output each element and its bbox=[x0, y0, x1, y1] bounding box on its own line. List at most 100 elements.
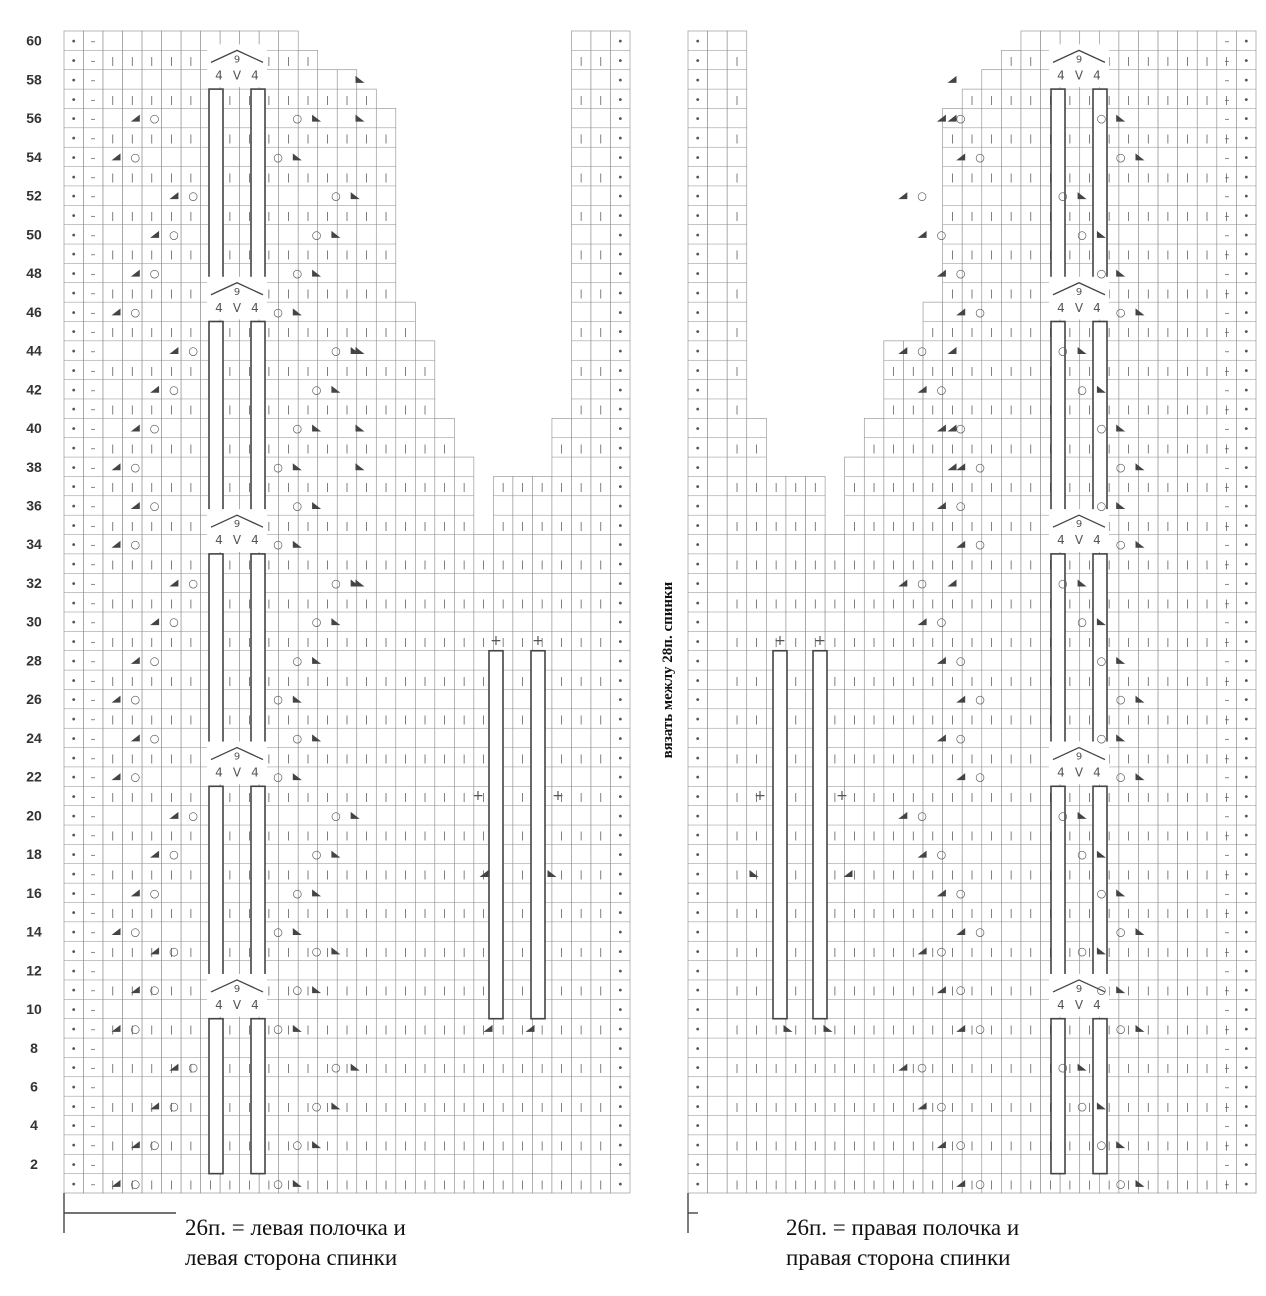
knit-symbol: | bbox=[150, 1064, 153, 1074]
knit-symbol: | bbox=[1068, 483, 1071, 493]
knit-symbol: | bbox=[912, 483, 915, 493]
knit-symbol: | bbox=[775, 599, 778, 609]
cable-count-left: 4 bbox=[215, 533, 223, 547]
knit-symbol: | bbox=[735, 251, 738, 261]
knit-symbol: | bbox=[228, 444, 231, 454]
knit-symbol: | bbox=[424, 406, 427, 416]
knit-symbol: | bbox=[853, 987, 856, 997]
knit-symbol: | bbox=[1127, 367, 1130, 377]
knit-symbol: | bbox=[735, 406, 738, 416]
knit-symbol: | bbox=[1166, 793, 1169, 803]
knit-symbol: | bbox=[1127, 406, 1130, 416]
knit-symbol: | bbox=[131, 987, 134, 997]
row-number-label: 6 bbox=[30, 1078, 38, 1094]
knit-symbol: | bbox=[735, 638, 738, 648]
knit-symbol: | bbox=[833, 754, 836, 764]
edge-stitch-symbol: • bbox=[695, 56, 701, 67]
knit-symbol: | bbox=[1127, 289, 1130, 299]
knit-symbol: | bbox=[131, 561, 134, 571]
row-number-label: 34 bbox=[26, 536, 42, 552]
edge-stitch-symbol: • bbox=[695, 889, 701, 900]
knit-symbol: | bbox=[580, 522, 583, 532]
knit-symbol: | bbox=[1010, 406, 1013, 416]
knit-symbol: | bbox=[1147, 96, 1150, 106]
knit-symbol: | bbox=[365, 1142, 368, 1152]
knit-symbol: | bbox=[1166, 948, 1169, 958]
knit-symbol: | bbox=[853, 561, 856, 571]
yarn-over-symbol: ○ bbox=[130, 693, 140, 706]
knit-symbol: | bbox=[385, 1142, 388, 1152]
knit-symbol: | bbox=[833, 716, 836, 726]
knit-symbol: | bbox=[365, 832, 368, 842]
knit-symbol: | bbox=[1010, 173, 1013, 183]
edge-stitch-symbol: • bbox=[617, 288, 623, 299]
yarn-over-symbol: ○ bbox=[273, 1022, 283, 1035]
knit-symbol: | bbox=[599, 328, 602, 338]
knit-symbol: | bbox=[326, 832, 329, 842]
knit-symbol: | bbox=[170, 57, 173, 67]
knit-symbol: | bbox=[345, 173, 348, 183]
knit-symbol: | bbox=[1108, 948, 1111, 958]
knit-symbol: | bbox=[521, 754, 524, 764]
knit-symbol: | bbox=[1166, 96, 1169, 106]
armhole-slit bbox=[530, 649, 546, 1020]
knit-symbol: | bbox=[1166, 754, 1169, 764]
cable-cross-symbol: V bbox=[233, 766, 242, 780]
increase-symbol: + bbox=[472, 788, 484, 804]
neck-decrease-symbol bbox=[355, 75, 365, 83]
knit-symbol: | bbox=[970, 328, 973, 338]
knit-symbol: | bbox=[1068, 677, 1071, 687]
knit-symbol: | bbox=[853, 754, 856, 764]
edge-stitch-symbol: • bbox=[1243, 811, 1249, 822]
knit-symbol: | bbox=[541, 1103, 544, 1113]
knit-symbol: | bbox=[990, 483, 993, 493]
edge-stitch-symbol: • bbox=[1243, 443, 1249, 454]
knit-symbol: | bbox=[775, 1142, 778, 1152]
knit-symbol: | bbox=[970, 406, 973, 416]
knit-symbol: | bbox=[150, 987, 153, 997]
decrease-symbol bbox=[292, 463, 302, 471]
knit-symbol: | bbox=[404, 444, 407, 454]
cable-cross-arc bbox=[210, 979, 264, 993]
edge-stitch-symbol: • bbox=[695, 540, 701, 551]
knit-symbol: | bbox=[775, 1025, 778, 1035]
purl-symbol: – bbox=[90, 153, 95, 164]
knit-symbol: | bbox=[424, 716, 427, 726]
knit-symbol: | bbox=[1108, 1064, 1111, 1074]
purl-symbol: – bbox=[1225, 773, 1230, 784]
knit-symbol: | bbox=[365, 367, 368, 377]
knit-symbol: | bbox=[833, 1103, 836, 1113]
edge-stitch-symbol: • bbox=[1243, 95, 1249, 106]
knit-symbol: | bbox=[1088, 212, 1091, 222]
knit-symbol: | bbox=[1068, 561, 1071, 571]
knit-symbol: | bbox=[306, 599, 309, 609]
knit-symbol: | bbox=[248, 328, 251, 338]
knit-symbol: | bbox=[1108, 793, 1111, 803]
knit-symbol: | bbox=[385, 483, 388, 493]
edge-stitch-symbol: • bbox=[695, 1063, 701, 1074]
knit-symbol: | bbox=[404, 793, 407, 803]
knit-symbol: | bbox=[1108, 522, 1111, 532]
purl-symbol: – bbox=[90, 347, 95, 358]
knit-symbol: | bbox=[131, 716, 134, 726]
yarn-over-symbol: ○ bbox=[312, 228, 322, 241]
edge-stitch-symbol: • bbox=[71, 734, 77, 745]
purl-symbol: – bbox=[1225, 1063, 1230, 1074]
knit-symbol: | bbox=[111, 1025, 114, 1035]
edge-stitch-symbol: • bbox=[695, 327, 701, 338]
knit-symbol: | bbox=[1206, 1103, 1209, 1113]
knit-symbol: | bbox=[1127, 754, 1130, 764]
knit-symbol: | bbox=[814, 1180, 817, 1190]
knit-symbol: | bbox=[1166, 1103, 1169, 1113]
row-number-label: 38 bbox=[26, 459, 42, 475]
knit-symbol: | bbox=[990, 754, 993, 764]
knit-symbol: | bbox=[385, 173, 388, 183]
knit-symbol: | bbox=[463, 754, 466, 764]
knit-symbol: | bbox=[345, 483, 348, 493]
knit-symbol: | bbox=[463, 1142, 466, 1152]
knit-symbol: | bbox=[170, 289, 173, 299]
knit-symbol: | bbox=[580, 716, 583, 726]
knit-symbol: | bbox=[345, 793, 348, 803]
purl-symbol: – bbox=[90, 230, 95, 241]
knit-symbol: | bbox=[111, 832, 114, 842]
